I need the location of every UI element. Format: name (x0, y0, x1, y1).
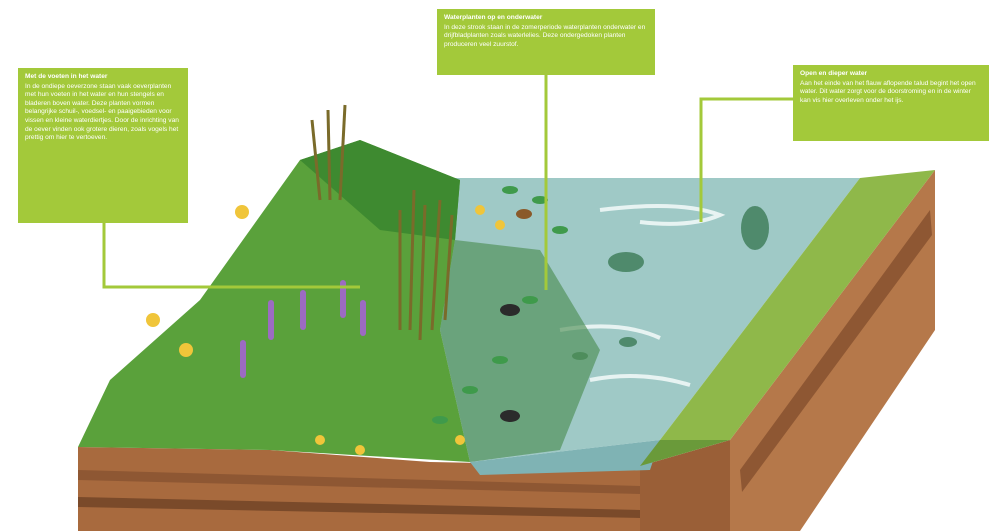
callout-title: Met de voeten in het water (25, 73, 181, 82)
flower-spike (360, 300, 366, 336)
flower (355, 445, 365, 455)
lily-pad (492, 356, 508, 364)
fish-3 (619, 337, 637, 347)
callout-body: In de ondiepe oeverzone staan vaak oever… (25, 83, 181, 143)
flower-spike (300, 290, 306, 330)
lily-pad (502, 186, 518, 194)
callout-body: In deze strook staan in de zomerperiode … (444, 24, 648, 50)
callout-shallow-zone: Met de voeten in het water In de ondiepe… (18, 68, 188, 223)
callout-body: Aan het einde van het flauw aflopende ta… (800, 80, 982, 106)
fish-2 (608, 252, 644, 272)
reed (328, 110, 330, 200)
callout-open-water: Open en dieper water Aan het einde van h… (793, 65, 989, 141)
flower (235, 205, 249, 219)
flower (495, 220, 505, 230)
duck (500, 304, 520, 316)
lily-pad (522, 296, 538, 304)
callout-title: Open en dieper water (800, 70, 982, 79)
flower-spike (268, 300, 274, 340)
flower (475, 205, 485, 215)
lily-pad (462, 386, 478, 394)
flower (315, 435, 325, 445)
lily-pad (432, 416, 448, 424)
fish-1 (741, 206, 769, 250)
flower (455, 435, 465, 445)
duck (500, 410, 520, 422)
flower (146, 313, 160, 327)
lily-pad (552, 226, 568, 234)
callout-water-plants: Waterplanten op en onderwater In deze st… (437, 9, 655, 75)
duck (516, 209, 532, 219)
flower-spike (240, 340, 246, 378)
flower (179, 343, 193, 357)
callout-title: Waterplanten op en onderwater (444, 14, 648, 23)
